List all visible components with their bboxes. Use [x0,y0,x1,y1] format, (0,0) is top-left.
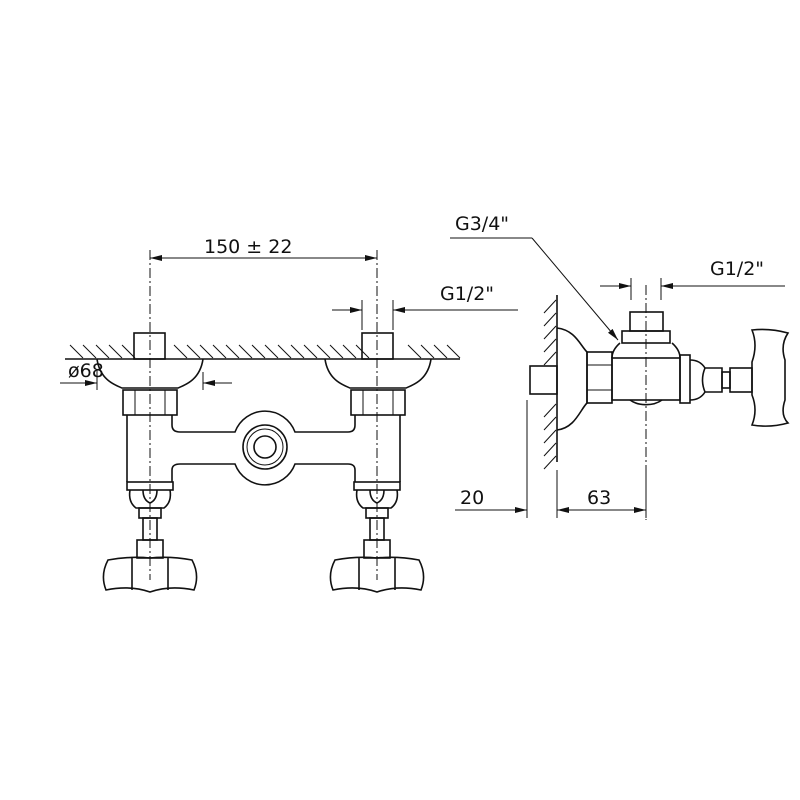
depth-label-20: 20 [460,487,485,509]
front-view [60,250,518,593]
outlet-thread-label: G3/4" [455,213,510,235]
side-thread-label: G1/2" [710,258,765,280]
depth-label-63: 63 [587,487,612,509]
side-view [450,237,790,520]
rosette-diameter-label: ø68 [68,360,104,382]
center-distance-label: 150 ± 22 [204,236,293,258]
front-thread-label: G1/2" [440,283,495,305]
wall-hatching [69,344,461,359]
